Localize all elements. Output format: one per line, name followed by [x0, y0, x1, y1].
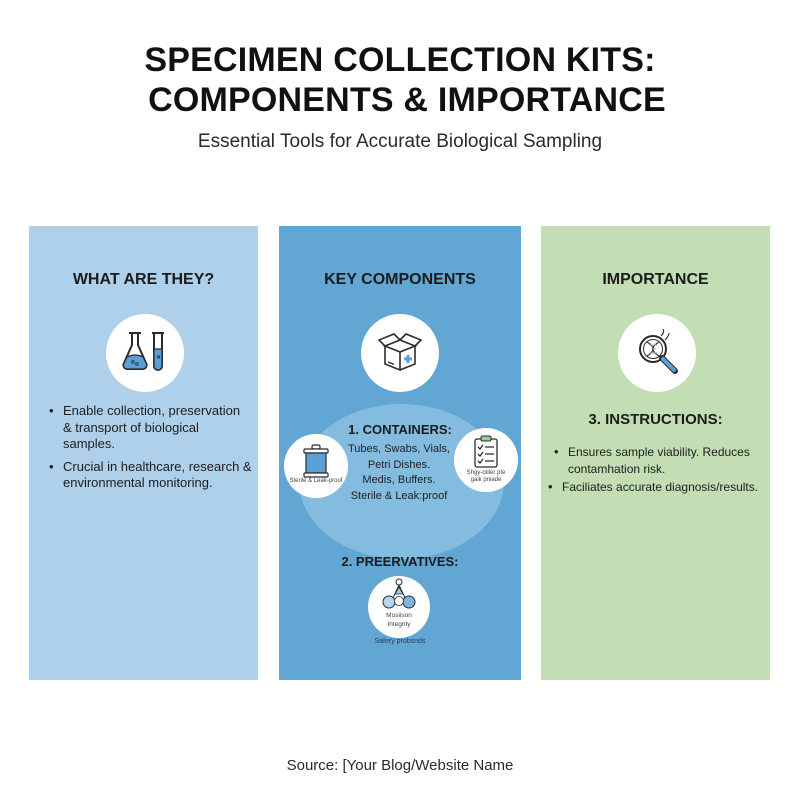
preservatives-caption: Mosiison Integrity — [368, 611, 430, 629]
checklist-badge: Shgy-otiler pte gaik pniade — [454, 428, 518, 492]
containers-line: Tubes, Swabs, Vials, — [347, 443, 451, 455]
page-subtitle: Essential Tools for Accurate Biological … — [197, 131, 603, 152]
preservatives-caption-line: Mosiison — [386, 612, 412, 619]
preservatives-heading: 2. PREERVATIVES: — [341, 554, 459, 569]
specimen-jar-icon — [303, 444, 329, 478]
containers-line: Petri Dishes. — [367, 458, 431, 471]
source-credit: Source: [Your Blog/Website Name — [286, 757, 514, 774]
panel-title: WHAT ARE THEY? — [72, 271, 215, 288]
preservatives-caption-line: Integrity — [387, 621, 411, 628]
molecule-icon — [382, 578, 416, 609]
checklist-caption: Shgy-otiler pte gaik pniade — [454, 470, 518, 484]
flask-and-test-tube-icon — [106, 314, 184, 392]
importance-panel: IMPORTANCE 3. INSTRUCTIONS: Ensures samp… — [541, 226, 770, 680]
bullet-item: Enable collection, preservation & transp… — [47, 403, 252, 453]
title-line-2: COMPONENTS & IMPORTANCE — [148, 81, 666, 119]
panel-title: KEY COMPONENTS — [324, 271, 476, 288]
checklist-caption-line: gaik pniade — [470, 477, 502, 483]
containers-heading: 1. CONTAINERS: — [348, 422, 452, 437]
what-are-they-panel: WHAT ARE THEY? Enable collection, preser… — [29, 226, 258, 680]
importance-bullets: Ensures sample viability. Reduces contam… — [546, 444, 770, 498]
panel-title: IMPORTANCE — [602, 271, 709, 288]
containers-list: Tubes, Swabs, Vials, Petri Dishes. Medis… — [339, 442, 459, 504]
specimen-jar-caption: Sterile & Leak-proof — [289, 478, 343, 484]
checklist-clipboard-icon — [474, 435, 498, 468]
page-title: SPECIMEN COLLECTION KITS: COMPONENTS & I… — [0, 40, 800, 120]
instructions-heading: 3. INSTRUCTIONS: — [588, 411, 723, 428]
containers-line: Medis, Buffers. — [362, 474, 436, 486]
title-line-1: SPECIMEN COLLECTION KITS: — [144, 41, 656, 79]
checklist-caption-line: Shgy-otiler pte — [466, 470, 506, 476]
preservatives-footer: Safery probsnds — [374, 638, 426, 645]
preservatives-badge: Mosiison Integrity — [368, 576, 430, 638]
containers-line: Sterile & Leak:proof — [350, 489, 448, 502]
what-are-they-bullets: Enable collection, preservation & transp… — [47, 403, 252, 498]
medical-box-icon — [361, 314, 439, 392]
bullet-item: Crucial in healthcare, research & enviro… — [47, 459, 252, 492]
bullet-item: Ensures sample viability. Reduces contam… — [546, 444, 770, 477]
dna-magnifier-icon — [618, 314, 696, 392]
key-components-panel: KEY COMPONENTS 1. CONTAINERS: Tubes, Swa… — [279, 226, 521, 680]
specimen-jar-badge: Sterile & Leak-proof — [284, 434, 348, 498]
bullet-item: Faciliates accurate diagnosis/results. — [546, 479, 770, 496]
